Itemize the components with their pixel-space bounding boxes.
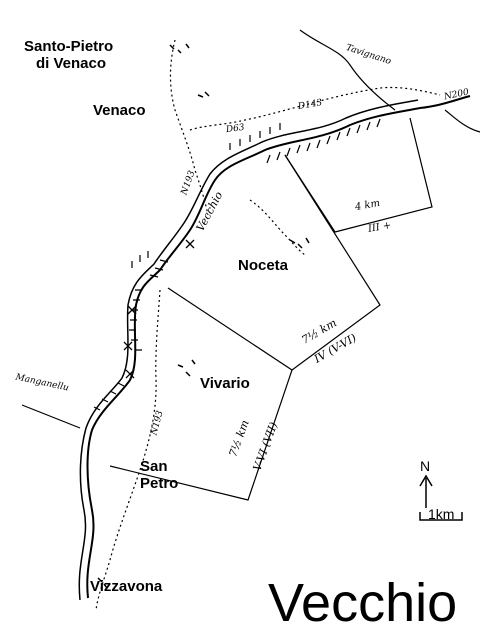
compass-north-label: N: [420, 458, 431, 474]
rapids-marks: [123, 239, 195, 379]
vecchio-river: [86, 95, 471, 599]
place-santo-pietro: Santo-Pietro di Venaco: [24, 38, 113, 72]
tavignano-river: [299, 29, 396, 111]
santo-pietro-line2: di Venaco: [36, 55, 107, 72]
section-3-bracket: [109, 369, 293, 501]
place-noceta: Noceta: [238, 257, 289, 274]
road-d63: [189, 86, 441, 131]
scale-label: 1km: [428, 506, 455, 522]
santo-pietro-line1: Santo-Pietro: [24, 38, 114, 55]
map-title: Vecchio: [268, 573, 458, 633]
vecchio-river-bank: [78, 99, 419, 601]
place-venaco: Venaco: [93, 102, 146, 119]
section-2-bracket: [167, 154, 381, 371]
san-petro-line2: Petro: [140, 475, 179, 492]
scale-bar: [419, 512, 463, 521]
section-1-bracket: [284, 117, 433, 233]
road-noceta: [249, 199, 306, 256]
north-arrow-head: [419, 474, 433, 487]
road-n193-north: [169, 39, 209, 216]
tavignano-river-2: [444, 109, 481, 133]
road-n193-south: [95, 289, 161, 611]
san-petro-line1: San: [140, 458, 168, 475]
manganellu-river: [21, 404, 81, 429]
place-vizzavona: Vizzavona: [90, 578, 163, 595]
place-san-petro: San Petro: [140, 458, 178, 492]
gorge-hatching: [93, 118, 381, 411]
village-marks: [97, 43, 310, 589]
place-vivario: Vivario: [200, 375, 250, 392]
